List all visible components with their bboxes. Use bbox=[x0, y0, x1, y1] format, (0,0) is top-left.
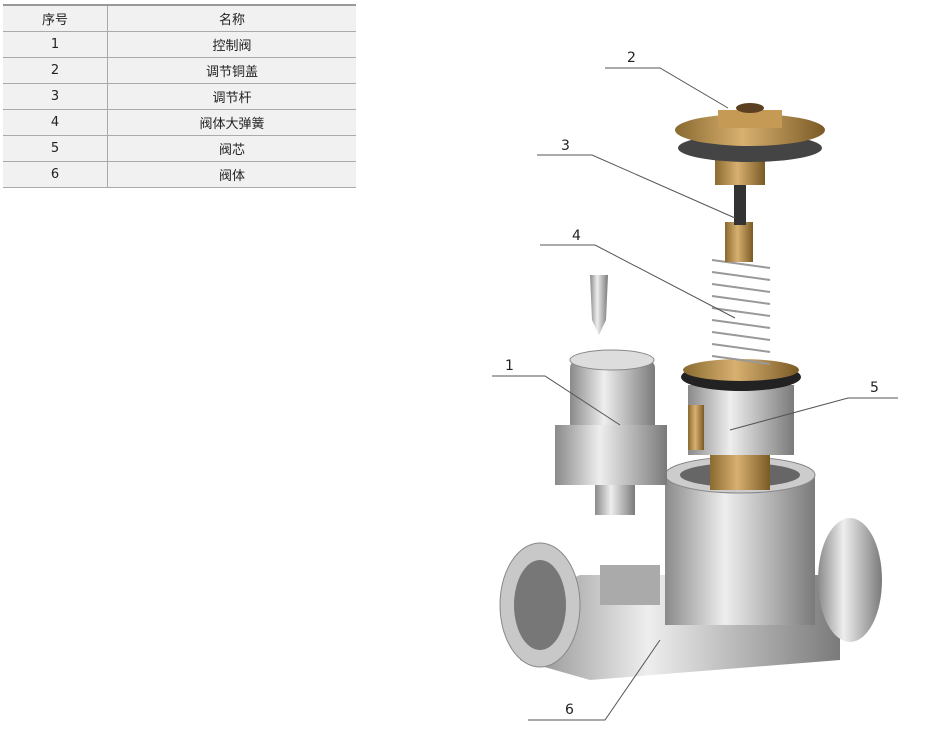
valve-core bbox=[681, 359, 801, 490]
callout-1: 1 bbox=[505, 358, 514, 374]
cell-name: 阀芯 bbox=[107, 135, 356, 162]
brass-cap bbox=[675, 103, 825, 185]
spring bbox=[711, 259, 771, 365]
cell-name: 控制阀 bbox=[107, 31, 356, 58]
cell-number: 5 bbox=[3, 135, 108, 162]
cell-number: 3 bbox=[3, 83, 108, 110]
header-number: 序号 bbox=[3, 5, 108, 32]
control-valve bbox=[555, 275, 667, 515]
callout-4: 4 bbox=[572, 228, 581, 244]
cell-name: 调节杆 bbox=[107, 83, 356, 110]
leader-lines bbox=[492, 67, 898, 721]
cell-number: 4 bbox=[3, 109, 108, 136]
callout-6: 6 bbox=[565, 702, 574, 718]
callout-2: 2 bbox=[627, 50, 636, 66]
callout-3: 3 bbox=[561, 138, 570, 154]
cell-name: 调节铜盖 bbox=[107, 57, 356, 84]
cell-name: 阀体 bbox=[107, 161, 356, 188]
cell-number: 1 bbox=[3, 31, 108, 58]
valve-body bbox=[499, 456, 882, 680]
adjusting-rod bbox=[725, 185, 753, 262]
header-name: 名称 bbox=[107, 5, 356, 32]
cell-number: 6 bbox=[3, 161, 108, 188]
callout-5: 5 bbox=[870, 380, 879, 396]
cell-name: 阀体大弹簧 bbox=[107, 109, 356, 136]
cell-number: 2 bbox=[3, 57, 108, 84]
